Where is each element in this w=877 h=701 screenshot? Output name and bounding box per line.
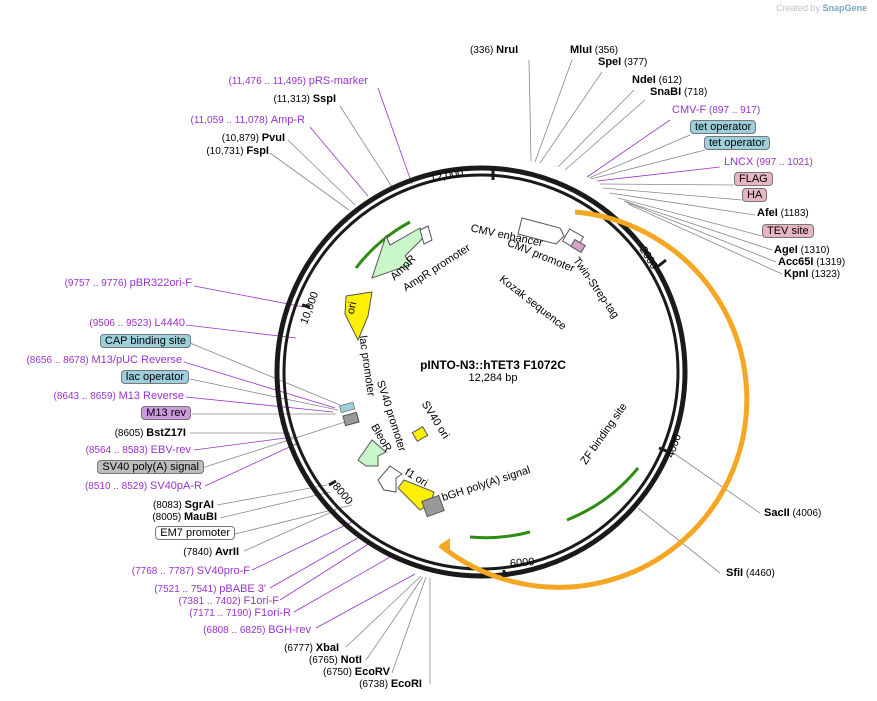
site-pvui: (10,879) PvuI — [221, 132, 285, 144]
sv40-ori-box — [411, 425, 429, 443]
feature-tev-site: TEV site — [762, 224, 814, 238]
primer-m13-puc-reverse: (8656 .. 8678) M13/pUC Reverse — [26, 354, 182, 366]
twin-strep-tag-box — [570, 238, 586, 254]
feature-lac-operator: lac operator — [120, 370, 189, 384]
feature-cap-binding-site: CAP binding site — [99, 334, 191, 348]
tick-marks — [301, 167, 670, 577]
orf-arrowhead — [440, 538, 450, 552]
site-spei: SpeI (377) — [598, 56, 648, 68]
bgh-polya-box — [421, 494, 445, 518]
zf-green-arc — [566, 467, 640, 522]
ampr-promoter-arrow — [419, 225, 433, 245]
ampr-arrow — [371, 227, 426, 279]
snapgene-logo: SnapGene — [822, 3, 867, 13]
primer-bgh-rev: (6808 .. 6825) BGH-rev — [203, 624, 311, 636]
site-fspi: (10,731) FspI — [206, 145, 269, 157]
site-agei: AgeI (1310) — [774, 244, 830, 256]
site-acc65i: Acc65I (1319) — [778, 256, 846, 268]
bleor-arrow — [357, 439, 387, 467]
site-nrui: (336) NruI — [470, 44, 519, 56]
plasmid-length: 12,284 bp — [468, 372, 518, 384]
primer-m13-reverse: (8643 .. 8659) M13 Reverse — [53, 390, 184, 402]
bottom-green-arc — [469, 530, 531, 540]
site-xbai: (6777) XbaI — [284, 642, 339, 654]
connector-lines — [183, 59, 783, 684]
ori-arrow — [344, 291, 373, 342]
feature-tet-operator-1: tet operator — [690, 120, 757, 134]
site-sgrai: (8083) SgrAI — [152, 499, 214, 511]
primer-f1ori-f: (7381 .. 7402) F1ori-F — [178, 595, 280, 607]
feature-m13-rev: M13 rev — [141, 406, 191, 420]
plasmid-name: pINTO-N3::hTET3 F1072C — [420, 358, 566, 372]
primer-lncx: LNCX (997 .. 1021) — [724, 156, 813, 168]
site-afei: AfeI (1183) — [757, 207, 809, 219]
credit-prefix: Created by — [775, 3, 820, 13]
site-maubi: (8005) MauBI — [152, 511, 217, 523]
site-kpni: KpnI (1323) — [784, 268, 841, 280]
site-mlui: MluI (356) — [570, 44, 619, 56]
site-snabi: SnaBI (718) — [650, 86, 708, 98]
feature-em7-promoter: EM7 promoter — [155, 526, 235, 540]
orf-arc — [438, 209, 750, 590]
primer-amp-r: (11,059 .. 11,078) Amp-R — [190, 114, 305, 126]
cap-site-box — [339, 401, 356, 414]
snapgene-credit: Created by SnapGene — [776, 3, 867, 13]
primer-ebv-rev: (8564 .. 8583) EBV-rev — [85, 444, 191, 456]
feature-tet-operator-2: tet operator — [704, 136, 771, 150]
cmv-enhancer-arrow — [517, 217, 565, 245]
primer-l4440: (9506 .. 9523) L4440 — [89, 317, 185, 329]
primer-pbr322ori-f: (9757 .. 9776) pBR322ori-F — [64, 277, 192, 289]
ampr-green-arc — [354, 220, 411, 269]
lac-promoter-box — [342, 411, 360, 427]
primer-pbabe-3: (7521 .. 7541) pBABE 3' — [154, 583, 266, 595]
sv40-promoter-arrow — [377, 465, 403, 493]
site-avrii: (7840) AvrII — [183, 546, 239, 558]
site-sspi: (11,313) SspI — [273, 93, 336, 105]
site-noti: (6765) NotI — [308, 654, 362, 666]
primer-sv40pa-r: (8510 .. 8529) SV40pA-R — [84, 480, 202, 492]
site-sacii: SacII (4006) — [764, 507, 822, 519]
feature-ha: HA — [742, 188, 768, 202]
primer-prs-marker: (11,476 .. 11,495) pRS-marker — [228, 75, 368, 87]
feature-flag: FLAG — [734, 172, 773, 186]
plasmid-title-block: pINTO-N3::hTET3 F1072C 12,284 bp — [393, 358, 593, 384]
site-ecorv: (6750) EcoRV — [323, 666, 390, 678]
site-ecori: (6738) EcoRI — [359, 678, 422, 690]
feature-sv40-polya: SV40 poly(A) signal — [97, 460, 204, 474]
primer-f1ori-r: (7171 .. 7190) F1ori-R — [189, 607, 291, 619]
primer-cmv-f: CMV-F (897 .. 917) — [672, 104, 761, 116]
site-sfii: SfiI (4460) — [726, 567, 775, 579]
primer-sv40pro-f: (7768 .. 7787) SV40pro-F — [131, 565, 250, 577]
backbone-outer-strand — [274, 165, 688, 579]
site-ndei: NdeI (612) — [632, 74, 682, 86]
feature-ori: ori — [344, 300, 360, 316]
site-bstz17i: (8605) BstZ17I — [114, 427, 186, 439]
tick-label-6000: 6000 — [509, 555, 535, 571]
